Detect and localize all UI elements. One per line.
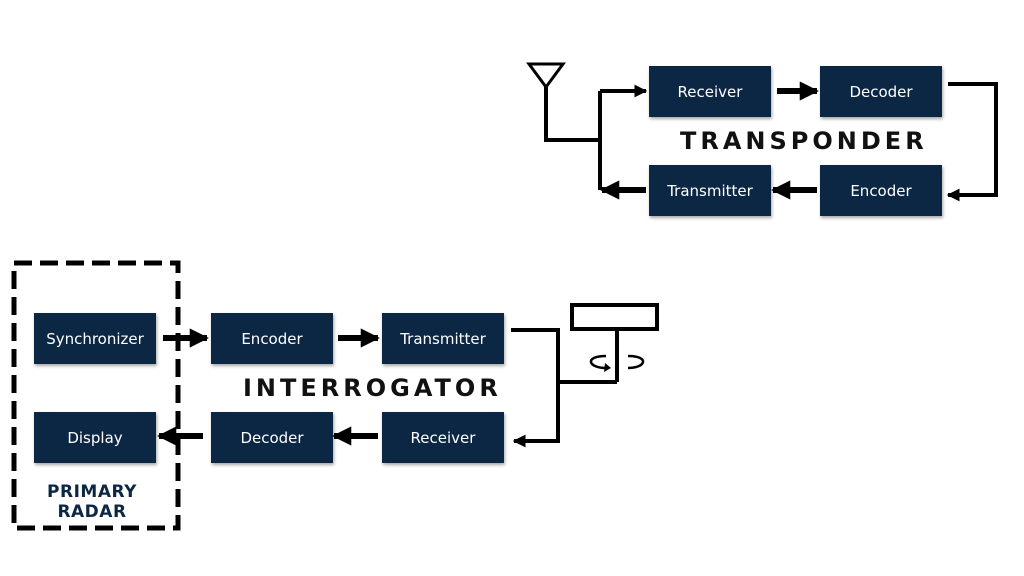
interrogator-antenna-icon: [570, 303, 659, 382]
primary-radar-label-line2: RADAR: [57, 502, 127, 522]
display-box: Display: [34, 412, 156, 463]
interrogator-transmitter-box: Transmitter: [382, 313, 504, 364]
primary-radar-boundary: [11, 260, 181, 531]
primary-radar-label-line1: PRIMARY: [47, 482, 137, 502]
arrow-decoder-to-encoder: [946, 82, 998, 202]
arrow-antenna-to-receiver: [512, 382, 560, 448]
synchronizer-box: Synchronizer: [34, 313, 156, 364]
interrogator-title: INTERROGATOR: [243, 374, 502, 402]
line-transmitter-to-antenna: [511, 328, 560, 382]
transponder-encoder-box: Encoder: [820, 165, 942, 216]
transponder-decoder-box: Decoder: [820, 66, 942, 117]
interrogator-receiver-box: Receiver: [382, 412, 504, 463]
transponder-antenna-icon: [526, 62, 600, 142]
primary-radar-label: PRIMARY RADAR: [34, 482, 150, 522]
transponder-transmitter-box: Transmitter: [649, 165, 771, 216]
transponder-receiver-box: Receiver: [649, 66, 771, 117]
interrogator-decoder-box: Decoder: [211, 412, 333, 463]
transponder-title: TRANSPONDER: [680, 127, 928, 155]
interrogator-encoder-box: Encoder: [211, 313, 333, 364]
